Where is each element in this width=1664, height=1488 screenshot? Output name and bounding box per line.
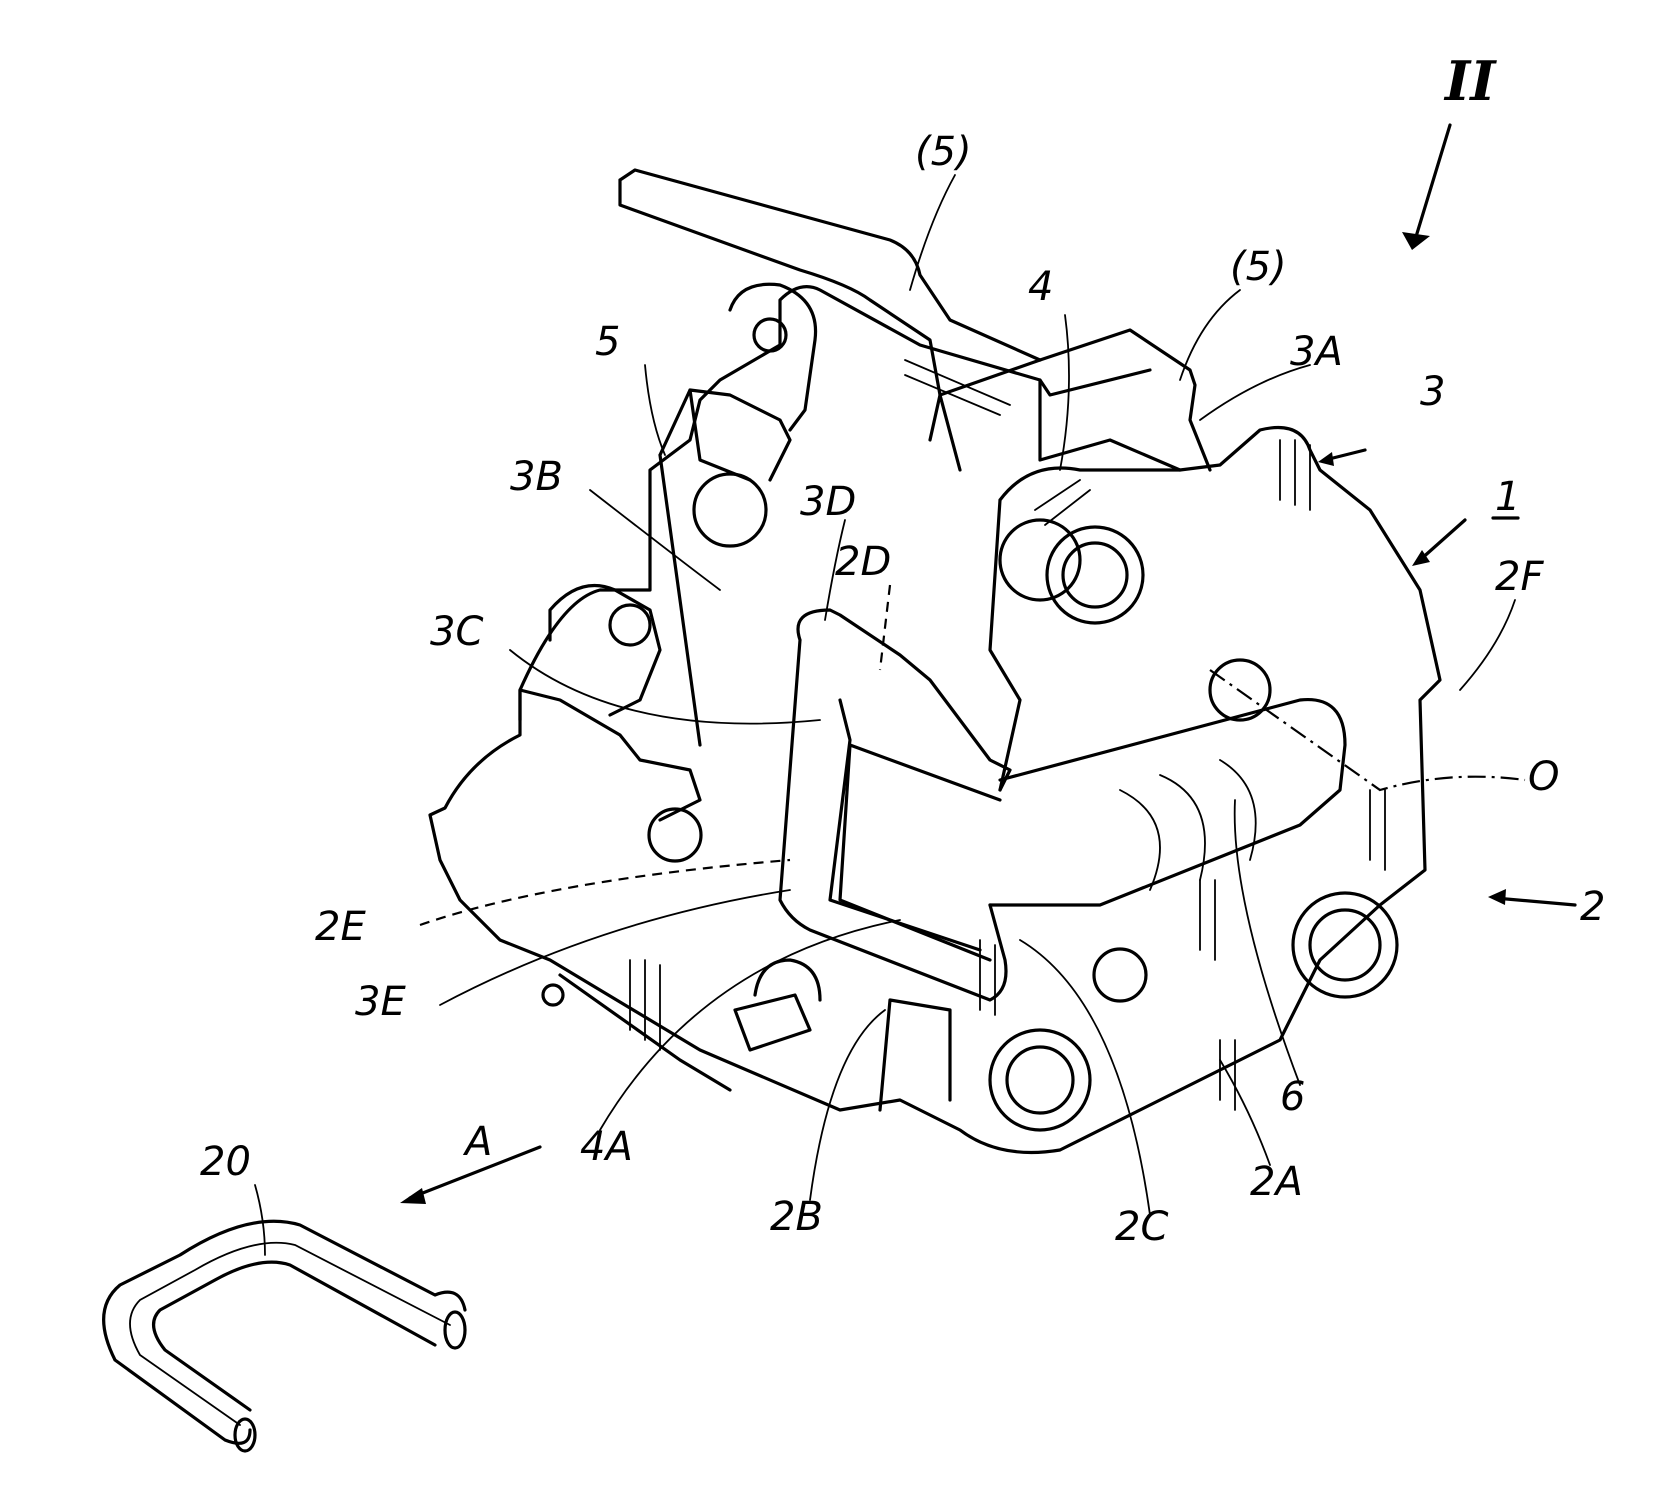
leader-5right xyxy=(1180,290,1240,380)
leader-2A xyxy=(1220,1060,1270,1165)
rivet xyxy=(543,985,563,1005)
cover-top-block xyxy=(1040,330,1210,470)
label-2C: 2C xyxy=(1115,1204,1168,1250)
label-O: O xyxy=(1528,754,1559,800)
label-2D: 2D xyxy=(835,539,891,585)
label-2E: 2E xyxy=(315,904,366,950)
label-4: 4 xyxy=(1028,264,1053,310)
label-2A: 2A xyxy=(1250,1159,1303,1205)
label-A: A xyxy=(462,1119,492,1165)
label-3: 3 xyxy=(1420,369,1445,415)
leader-3B xyxy=(590,490,720,590)
leader-2C xyxy=(1020,940,1150,1215)
label-5: 5 xyxy=(595,319,620,365)
striker-end-top xyxy=(445,1312,465,1348)
leader-3C xyxy=(510,650,820,724)
front-plate xyxy=(990,468,1180,790)
right-bolt-hole-inner xyxy=(1310,910,1380,980)
label-20: 20 xyxy=(200,1139,251,1185)
leader-2F xyxy=(1460,600,1515,690)
lever-roller xyxy=(694,474,766,546)
leader-6 xyxy=(1235,800,1300,1085)
label-1: 1 xyxy=(1495,474,1520,520)
lower-left-hole xyxy=(649,809,701,861)
label-4A: 4A xyxy=(580,1124,633,1170)
bottom-bolt-hole-inner xyxy=(1007,1047,1073,1113)
arrow-2 xyxy=(1495,898,1575,905)
arrow-2-head xyxy=(1488,889,1506,905)
center-line-O xyxy=(1210,670,1525,790)
u-bracket xyxy=(780,610,1010,1000)
label-view-II: II xyxy=(1443,49,1497,113)
left-step-block xyxy=(520,690,700,820)
label-3C: 3C xyxy=(430,609,483,655)
left-lug xyxy=(550,586,660,716)
label-6: 6 xyxy=(1280,1074,1305,1120)
bottom-bolt-hole-outer xyxy=(990,1030,1090,1130)
label-3D: 3D xyxy=(800,479,856,525)
leader-5 xyxy=(645,365,665,455)
label-3E: 3E xyxy=(355,979,406,1025)
striker-slot xyxy=(990,700,1345,905)
leader-3E xyxy=(440,890,790,1005)
left-lug-hole xyxy=(610,605,650,645)
arrow-II-head xyxy=(1402,232,1430,250)
lever-pivot-lug xyxy=(730,284,816,430)
label-3B: 3B xyxy=(510,454,563,500)
pin xyxy=(735,960,820,1050)
hatching xyxy=(630,360,1385,1110)
latch-housing xyxy=(430,170,1440,1153)
striker-center xyxy=(130,1243,450,1425)
striker-inner xyxy=(154,1262,435,1410)
leader-2D xyxy=(880,585,890,670)
label-2: 2 xyxy=(1580,884,1605,930)
mid-hole xyxy=(1094,949,1146,1001)
label-2F: 2F xyxy=(1495,554,1544,600)
upper-bolt-hole-inner xyxy=(1063,543,1127,607)
label-3A: 3A xyxy=(1290,329,1343,375)
lever-body xyxy=(660,390,790,745)
striker-20 xyxy=(104,1221,465,1451)
arrow-3-head xyxy=(1318,452,1334,466)
striker-end-bottom xyxy=(235,1419,255,1451)
reference-labels: II (5) (5) 4 3A 3 1 5 3B 3D 2D 2F 3C O 2… xyxy=(200,49,1605,1250)
arrow-II xyxy=(1415,125,1450,240)
label-5-top: (5) xyxy=(915,129,972,175)
arrow-1 xyxy=(1420,520,1465,560)
label-5-right: (5) xyxy=(1230,244,1287,290)
label-2B: 2B xyxy=(770,1194,823,1240)
arrows xyxy=(400,125,1575,1204)
arrow-A-head xyxy=(400,1188,426,1204)
leader-5top xyxy=(910,175,955,290)
